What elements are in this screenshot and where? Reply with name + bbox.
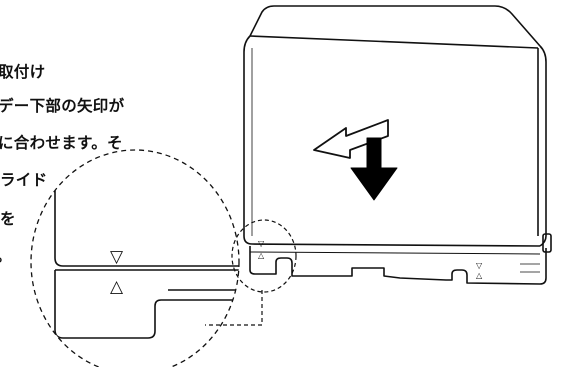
side-connector [542,233,552,253]
slide-arrow-icon [313,119,389,159]
magnified-detail: ▽ △ [30,149,240,367]
instruction-line-3: に合わせます。そ [0,134,123,152]
instruction-line-1: 取付け [0,63,46,81]
up-triangle-marker: △ [110,277,124,297]
cover-edge [54,150,239,267]
down-triangle-marker: ▽ [110,247,124,267]
base-notch [54,270,239,339]
svg-text:▽: ▽ [258,239,265,248]
instruction-line-2: デー下部の矢印が [0,97,125,115]
device-front [243,35,541,247]
svg-text:△: △ [258,251,265,260]
device-top [249,5,541,47]
detail-marker-circle [231,219,297,293]
svg-text:▽: ▽ [476,261,483,270]
instruction-line-6: 。 [0,247,12,265]
svg-text:△: △ [476,271,483,280]
instruction-line-4: ライド [0,171,48,189]
device-side [539,45,547,247]
down-arrow-icon [350,137,398,201]
device-base [249,246,547,285]
leader-line [205,290,263,326]
device-unit [243,5,552,285]
zoom-circle [30,149,240,367]
instruction-line-5: を [0,210,16,228]
